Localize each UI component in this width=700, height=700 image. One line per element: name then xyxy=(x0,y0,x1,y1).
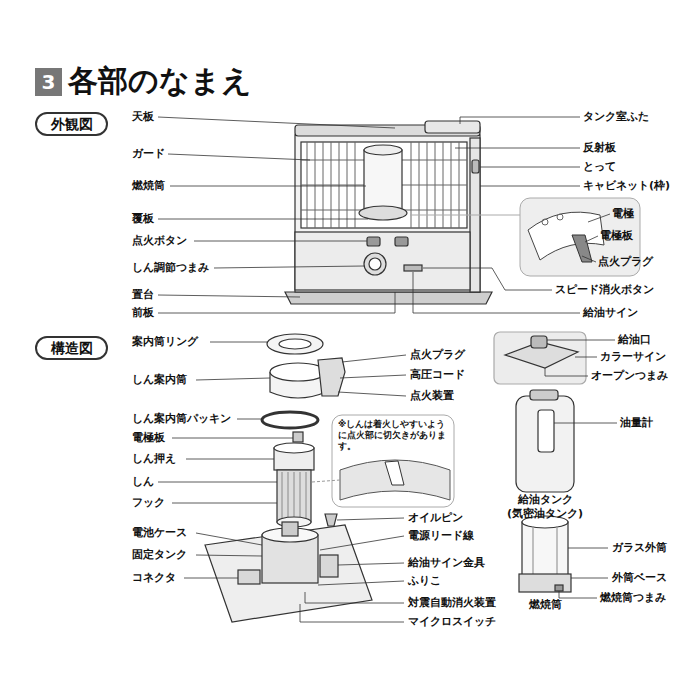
part-label: 対震自動消火装置 xyxy=(408,596,496,610)
page-title: 各部のなまえ xyxy=(68,63,252,99)
part-label: しん案内筒 xyxy=(132,373,187,387)
part-label: 燃焼筒つまみ xyxy=(600,591,666,605)
part-label: 給油サイン xyxy=(583,306,638,320)
part-label: ガード xyxy=(132,147,165,161)
part-label: 電源リード線 xyxy=(408,529,474,543)
part-label: 前板 xyxy=(132,306,154,320)
part-label: コネクタ xyxy=(132,571,176,585)
part-label: 電池ケース xyxy=(132,526,187,540)
note-text: ※しんは着火しやすいように点火部に切欠きがあります。 xyxy=(338,419,450,452)
part-label: しん押え xyxy=(132,452,176,466)
part-label: 固定タンク xyxy=(132,548,187,562)
part-label: 燃焼筒 xyxy=(515,598,575,612)
part-label: 給油口 xyxy=(618,333,651,347)
part-label: オイルピン xyxy=(408,511,463,525)
part-label: しん調節つまみ xyxy=(132,261,209,275)
wick-notch-inset xyxy=(312,415,454,507)
part-label: 案内筒リング xyxy=(132,335,198,349)
part-label: 反射板 xyxy=(583,141,616,155)
part-label: とって xyxy=(583,160,616,174)
part-label: しん xyxy=(132,475,154,489)
section-number: 3 xyxy=(35,68,62,96)
part-label: ふりこ xyxy=(408,574,441,588)
node-text: 構造図 xyxy=(51,339,93,357)
part-label: 外筒ベース xyxy=(612,571,667,585)
part-label: 電極 xyxy=(612,207,634,221)
part-label: スピード消火ボタン xyxy=(555,283,654,297)
part-label: しん案内筒パッキン xyxy=(132,412,231,426)
leader-lines xyxy=(158,117,617,622)
part-label: 高圧コード xyxy=(410,368,465,382)
part-label: 天板 xyxy=(132,110,154,124)
part-label: 点火プラグ xyxy=(410,348,465,362)
part-label: オープンつまみ xyxy=(591,369,668,383)
part-label: 電極板 xyxy=(600,229,633,243)
node-text: 3 xyxy=(42,70,56,94)
part-label: 電極板 xyxy=(132,431,165,445)
burner-cylinder xyxy=(519,516,571,592)
part-label: 油量計 xyxy=(620,416,653,430)
part-label: キャビネット(枠) xyxy=(583,179,670,193)
node-text: 外観図 xyxy=(51,115,93,133)
part-label: タンク室ふた xyxy=(583,110,649,124)
part-label: 点火ボタン xyxy=(132,234,187,248)
fuel-tank xyxy=(494,332,586,492)
heater-body xyxy=(285,121,492,304)
part-label: フック xyxy=(132,496,165,510)
part-label: 置台 xyxy=(132,288,154,302)
part-label: 覆板 xyxy=(132,212,154,226)
part-label: ガラス外筒 xyxy=(612,541,667,555)
part-label: カラーサイン xyxy=(600,350,666,364)
view-tag: 外観図 xyxy=(35,112,108,136)
part-label: 燃焼筒 xyxy=(132,179,165,193)
part-label: マイクロスイッチ xyxy=(408,615,496,629)
part-label: 給油サイン金具 xyxy=(408,556,485,570)
part-label: 点火装置 xyxy=(410,389,454,403)
part-label: 給油タンク (気密油タンク) xyxy=(497,493,593,521)
view-tag: 構造図 xyxy=(35,336,108,360)
part-label: 点火プラグ xyxy=(598,255,653,269)
